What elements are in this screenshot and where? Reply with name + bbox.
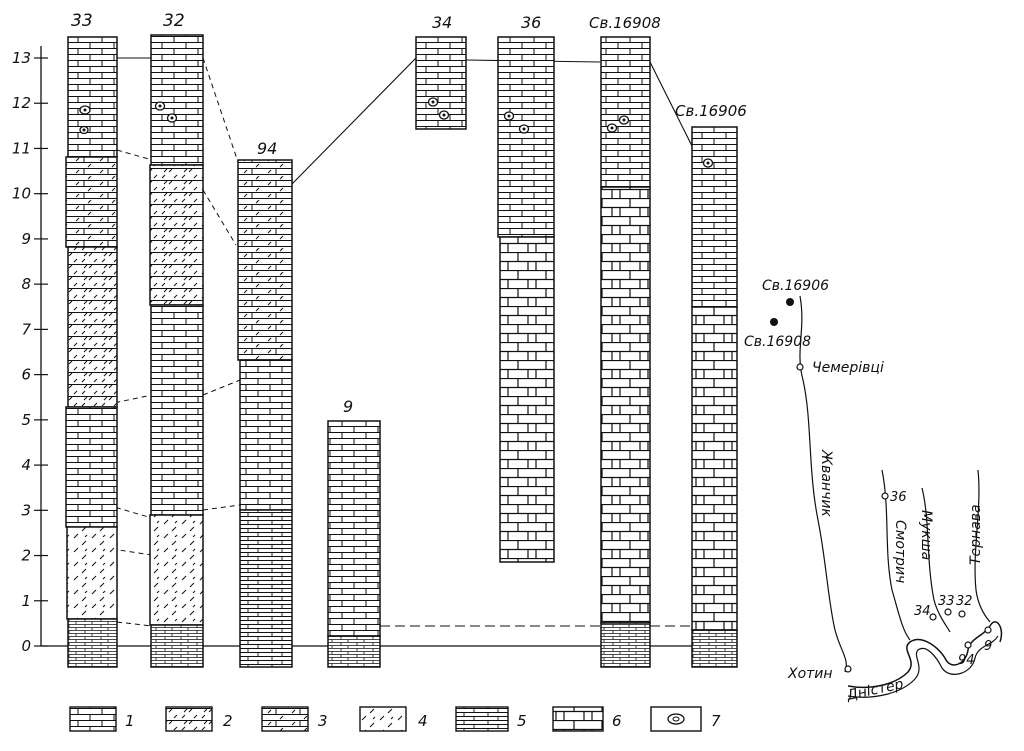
column-36: [497, 36, 555, 563]
river-ternava: [974, 469, 991, 623]
map-label-33: 33: [938, 594, 955, 609]
svg-text:6: 6: [612, 712, 622, 730]
river-label-dnister: Дністер: [845, 676, 905, 704]
map-label-9: 9: [984, 639, 992, 654]
svg-text:4: 4: [418, 712, 428, 730]
map-label-34: 34: [914, 604, 931, 619]
river-dnister: [847, 621, 1003, 689]
fossil-icon: [618, 115, 630, 125]
town-point: [796, 363, 804, 371]
fossil-icon: [166, 113, 178, 123]
svg-text:1: 1: [125, 712, 135, 730]
fossil-icon: [667, 713, 685, 725]
fossil-icon: [154, 101, 166, 111]
svg-text:5: 5: [517, 712, 527, 730]
legend-item-4: 4: [359, 706, 428, 732]
river-smotrych: [881, 469, 911, 641]
map-label-town: Чемерівці: [812, 360, 884, 376]
scale-tick-label: 10: [12, 185, 31, 203]
scale-tick-label: 9: [21, 230, 31, 248]
fossil-icon: [702, 158, 714, 168]
map-label-32: 32: [956, 594, 973, 609]
legend-item-3: 3: [261, 706, 328, 732]
column-sv16906: [691, 126, 738, 668]
column-34: [415, 36, 467, 130]
legend-item-1: 1: [69, 706, 135, 732]
scale-tick-label: 2: [21, 547, 31, 565]
scale-tick-label: 6: [21, 366, 31, 384]
column-9: [327, 420, 381, 668]
location-map: Св.16906 Св.16908 Чемерівці Хотин 36 34 …: [744, 278, 1003, 704]
scale-tick-label: 1: [21, 592, 31, 610]
scale-tick-label: 12: [12, 94, 31, 112]
scale-tick-label: 7: [21, 320, 31, 338]
map-label-36: 36: [890, 490, 907, 505]
scale-tick-label: 5: [21, 411, 31, 429]
river-label-zhvanchyk: Жванчик: [818, 449, 834, 517]
city-point: [844, 665, 852, 673]
river-zhvanchyk: [799, 295, 847, 673]
column-label-sv16906: Св.16906: [675, 102, 747, 120]
river-label-ternava: Тернава: [968, 504, 984, 565]
svg-text:3: 3: [318, 712, 328, 730]
fossil-icon: [79, 125, 89, 135]
scale-tick-label: 0: [21, 637, 31, 655]
svg-text:7: 7: [711, 712, 721, 730]
scale-tick-label: 11: [12, 139, 31, 157]
well-point-sv16906: [786, 298, 794, 306]
river-label-muksha: Мукша: [918, 510, 934, 560]
map-label-city: Хотин: [787, 666, 833, 682]
fossil-icon: [606, 123, 618, 133]
legend-item-2: 2: [165, 706, 233, 732]
column-label-9: 9: [343, 397, 353, 416]
river-muksha: [921, 487, 951, 633]
fossil-icon: [518, 124, 530, 134]
column-32: [149, 34, 204, 668]
fossil-icon: [438, 110, 450, 120]
map-label-sv16908: Св.16908: [744, 334, 811, 350]
map-label-sv16906: Св.16906: [762, 278, 829, 294]
column-33: [65, 36, 118, 668]
column-label-94: 94: [257, 139, 277, 158]
column-94: [237, 159, 293, 668]
column-label-33: 33: [71, 11, 93, 31]
scale-tick-label: 8: [21, 275, 31, 293]
river-label-smotrych: Смотрич: [892, 520, 908, 583]
column-label-sv16908: Св.16908: [589, 14, 661, 32]
legend-item-5: 5: [455, 706, 527, 732]
legend: 1 2 3 4 5 6 7: [69, 706, 721, 732]
fossil-icon: [79, 105, 91, 115]
column-label-36: 36: [521, 13, 541, 32]
column-label-32: 32: [163, 11, 185, 31]
scale-tick-label: 13: [12, 49, 31, 67]
fossil-icon: [427, 97, 439, 107]
well-point-sv16908: [770, 318, 778, 326]
legend-item-7: 7: [650, 706, 721, 732]
map-label-94: 94: [958, 653, 975, 668]
fossil-icon: [503, 111, 515, 121]
svg-text:2: 2: [223, 712, 233, 730]
legend-item-6: 6: [552, 706, 622, 732]
scale-tick-label: 3: [21, 501, 31, 519]
scale-tick-label: 4: [21, 456, 31, 474]
column-label-34: 34: [432, 13, 452, 32]
column-sv16908: [600, 36, 651, 668]
